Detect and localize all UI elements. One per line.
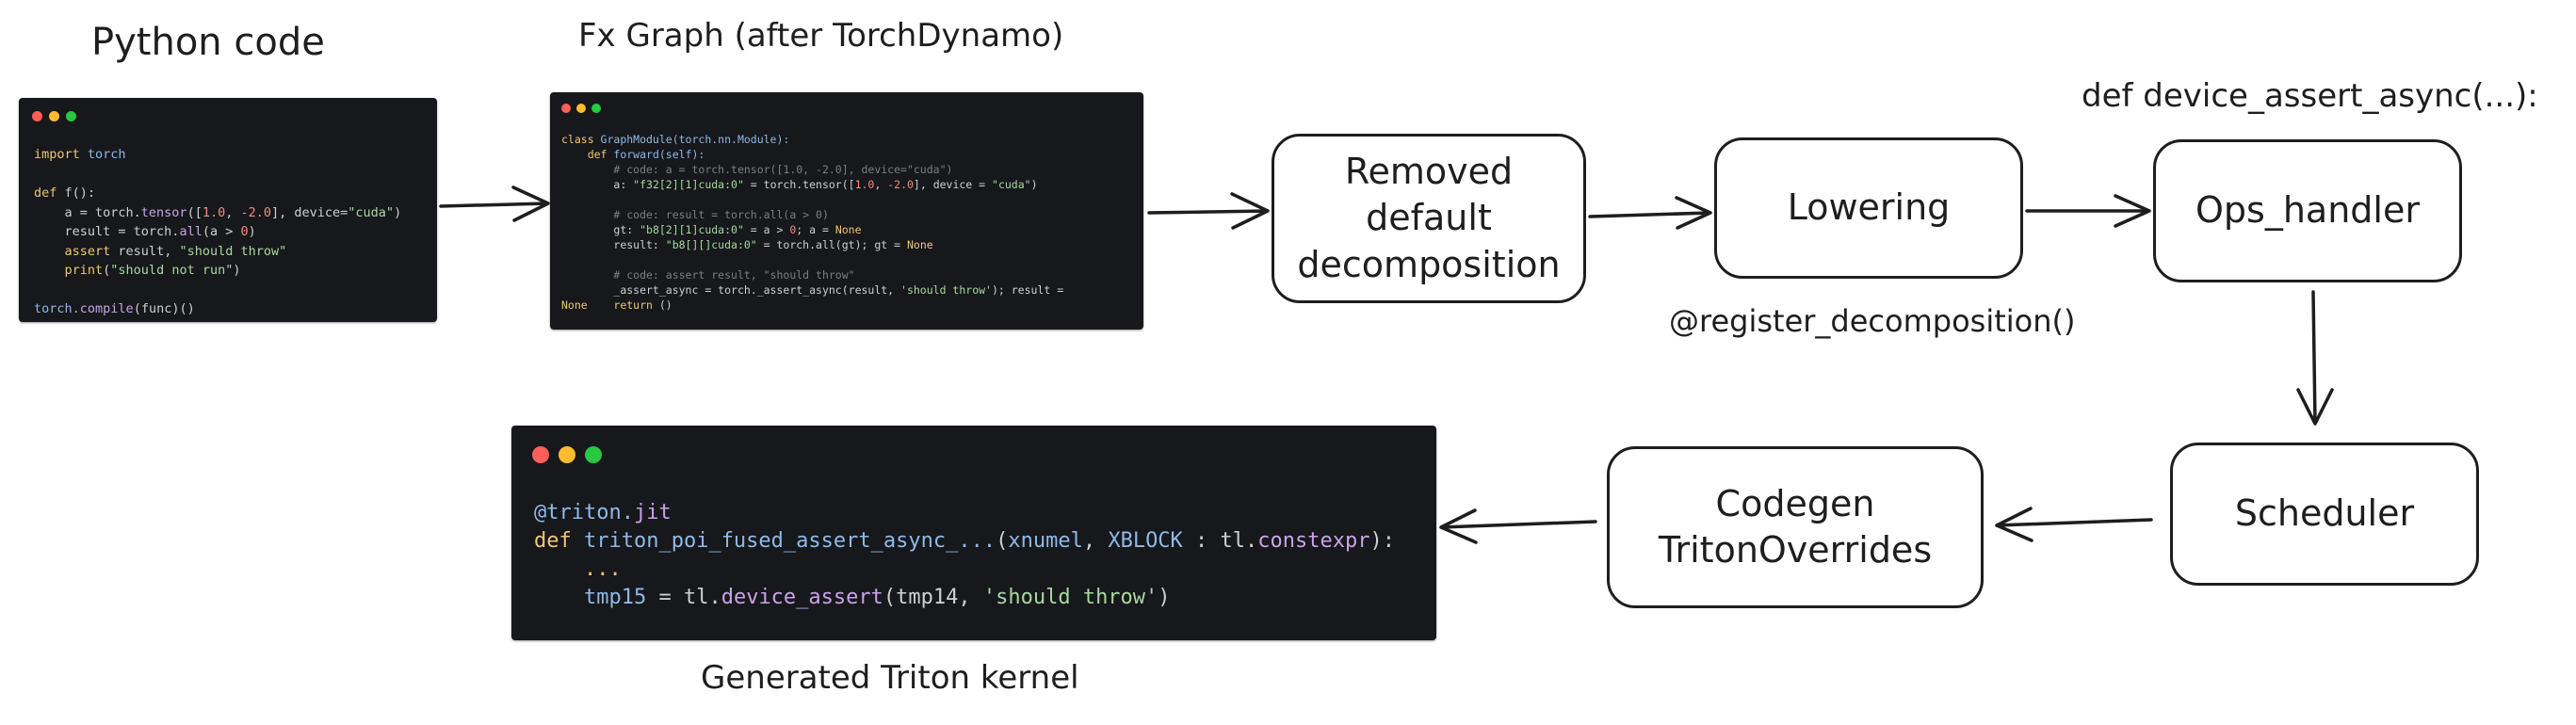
close-dot-icon [32, 111, 42, 121]
node-line: decomposition [1297, 243, 1561, 285]
python-code-title: Python code [91, 21, 325, 64]
node-line: TritonOverrides [1658, 529, 1933, 571]
arrow-python-to-fx [439, 185, 550, 222]
arrow-fx-to-removed [1147, 192, 1270, 230]
scheduler-node: Scheduler [2170, 443, 2479, 586]
node-line: Removed [1344, 150, 1514, 192]
maximize-dot-icon [66, 111, 76, 121]
node-line: Lowering [1787, 186, 1951, 229]
device-assert-label: def device_assert_async(...): [2082, 77, 2538, 115]
arrow-lowering-to-ops [2025, 194, 2151, 228]
arrow-scheduler-to-codegen [1995, 507, 2153, 542]
arrow-codegen-to-kernel [1439, 508, 1597, 544]
node-line: Ops_handler [2195, 189, 2420, 232]
arrow-ops-to-scheduler [2296, 290, 2334, 426]
window-dots [32, 111, 76, 121]
window-dots [561, 104, 601, 113]
minimize-dot-icon [49, 111, 59, 121]
window-dots [532, 446, 602, 463]
minimize-dot-icon [559, 446, 575, 463]
ops-handler-node: Ops_handler [2153, 139, 2462, 282]
fx-graph-panel: class GraphModule(torch.nn.Module): def … [550, 92, 1143, 330]
node-line: default [1366, 197, 1492, 239]
close-dot-icon [532, 446, 549, 463]
fx-graph-text: class GraphModule(torch.nn.Module): def … [561, 133, 1064, 312]
python-code-panel: import torch def f(): a = torch.tensor([… [19, 98, 437, 322]
minimize-dot-icon [576, 104, 586, 113]
fx-graph-title: Fx Graph (after TorchDynamo) [578, 17, 1064, 55]
node-line: Scheduler [2234, 492, 2415, 535]
generated-kernel-title: Generated Triton kernel [701, 659, 1079, 697]
maximize-dot-icon [585, 446, 602, 463]
register-decomposition-label: @register_decomposition() [1669, 303, 2076, 339]
maximize-dot-icon [591, 104, 601, 113]
node-line: Codegen [1715, 482, 1875, 524]
close-dot-icon [561, 104, 571, 113]
arrow-removed-to-lowering [1588, 196, 1712, 230]
lowering-node: Lowering [1714, 137, 2023, 279]
python-code-text: import torch def f(): a = torch.tensor([… [34, 147, 402, 316]
